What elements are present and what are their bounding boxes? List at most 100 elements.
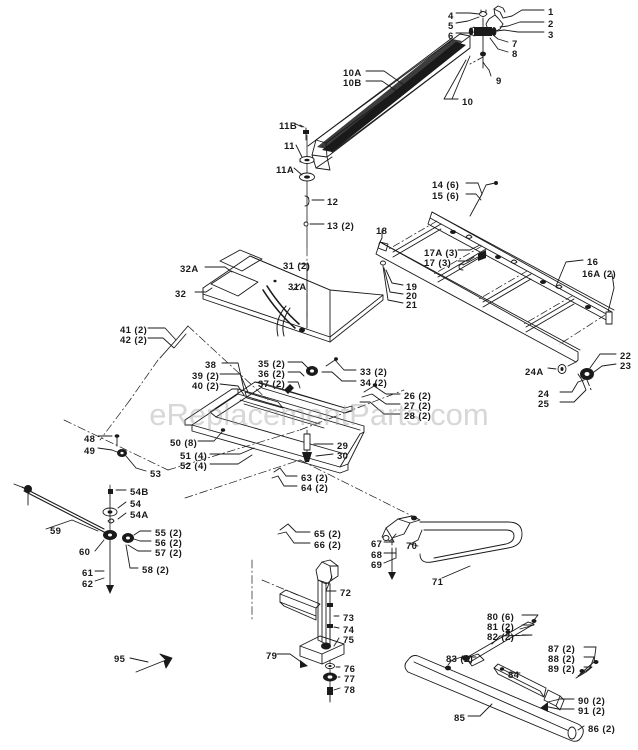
callout-70: 70: [406, 541, 418, 552]
callout-30: 30: [337, 451, 349, 462]
callout-54b: 54B: [130, 487, 149, 498]
callout-90--2-: 90 (2): [578, 696, 606, 707]
callout-9: 9: [496, 76, 502, 87]
callout-75: 75: [343, 635, 355, 646]
callout-16: 16: [587, 257, 599, 268]
callout-26--2-: 26 (2): [404, 391, 432, 402]
callout-77: 77: [344, 674, 356, 685]
callout-24: 24: [538, 389, 550, 400]
callout-5: 5: [448, 21, 454, 32]
callout-29: 29: [337, 441, 349, 452]
callout-71: 71: [432, 577, 444, 588]
callout-59: 59: [50, 526, 62, 537]
callout-65--2-: 65 (2): [314, 529, 342, 540]
callout-2: 2: [548, 19, 554, 30]
callout-39--2-: 39 (2): [192, 371, 220, 382]
callout-31--2-: 31 (2): [283, 261, 311, 272]
callout-19: 19: [406, 282, 418, 293]
callout-61: 61: [82, 568, 94, 579]
callout-62: 62: [82, 579, 94, 590]
callout-7: 7: [512, 39, 518, 50]
callout-79: 79: [266, 651, 278, 662]
callout-37--2-: 37 (2): [258, 379, 286, 390]
callout-10: 10: [462, 97, 474, 108]
callout-32: 32: [175, 289, 187, 300]
callout-83--2-: 83 (2): [446, 654, 474, 665]
callout-14--6-: 14 (6): [432, 180, 460, 191]
callout-88--2-: 88 (2): [548, 654, 576, 665]
callout-18: 18: [376, 226, 388, 237]
callout-76: 76: [344, 664, 356, 675]
callout-41--2-: 41 (2): [120, 325, 148, 336]
callout-17a--3-: 17A (3): [424, 248, 459, 259]
callout-58--2-: 58 (2): [142, 565, 170, 576]
callout-85: 85: [454, 713, 466, 724]
callout-50--8-: 50 (8): [170, 438, 198, 449]
callout-68: 68: [371, 550, 383, 561]
callout-12: 12: [327, 197, 339, 208]
callout-42--2-: 42 (2): [120, 335, 148, 346]
callout-40--2-: 40 (2): [192, 381, 220, 392]
callout-49: 49: [84, 446, 96, 457]
callout-13--2-: 13 (2): [327, 221, 355, 232]
callout-69: 69: [371, 560, 383, 571]
callout-6: 6: [448, 31, 454, 42]
callout-48: 48: [84, 434, 96, 445]
callout-31a: 31A: [288, 282, 307, 293]
callout-80--6-: 80 (6): [487, 612, 515, 623]
pedestal-post-assembly: [251, 559, 345, 703]
table-plate-assembly: [194, 249, 384, 343]
callout-51--4-: 51 (4): [180, 451, 208, 462]
callout-38: 38: [205, 360, 217, 371]
callout-95: 95: [114, 654, 126, 665]
callout-60: 60: [79, 547, 91, 558]
callout-3: 3: [548, 30, 554, 41]
callout-67: 67: [371, 539, 383, 550]
callout-17--3-: 17 (3): [424, 258, 452, 269]
callout-10a: 10A: [343, 68, 362, 79]
watermark: eReplacementParts.com: [149, 397, 489, 432]
callout-87--2-: 87 (2): [548, 644, 576, 655]
bottom-rail-assembly: [404, 614, 599, 742]
callout-63--2-: 63 (2): [301, 473, 329, 484]
callout-33--2-: 33 (2): [360, 367, 388, 378]
callout-4: 4: [448, 11, 454, 22]
callout-91--2-: 91 (2): [578, 706, 606, 717]
callout-74: 74: [343, 625, 355, 636]
callout-27--2-: 27 (2): [404, 401, 432, 412]
callout-86--2-: 86 (2): [588, 724, 616, 735]
callout-54a: 54A: [130, 510, 149, 521]
callout-11: 11: [284, 141, 295, 152]
callout-22: 22: [620, 351, 632, 362]
callout-24a: 24A: [525, 367, 544, 378]
callout-16a--2-: 16A (2): [582, 269, 617, 280]
callout-28--2-: 28 (2): [404, 411, 432, 422]
callout-35--2-: 35 (2): [258, 359, 286, 370]
callout-21: 21: [406, 300, 418, 311]
callout-52--4-: 52 (4): [180, 461, 208, 472]
top-hardware-cluster: [455, 5, 545, 77]
callout-11b: 11B: [279, 121, 298, 132]
handle-lever-assembly: [381, 515, 523, 580]
callout-64--2-: 64 (2): [301, 483, 329, 494]
callout-20: 20: [406, 291, 418, 302]
callout-11a: 11A: [276, 165, 295, 176]
callout-78: 78: [344, 685, 356, 696]
callout-82--2-: 82 (2): [487, 632, 515, 643]
callout-73: 73: [343, 613, 355, 624]
callout-34--2-: 34 (2): [360, 378, 388, 389]
callout-55--2-: 55 (2): [155, 528, 183, 539]
callout-89--2-: 89 (2): [548, 664, 576, 675]
callout-36--2-: 36 (2): [258, 369, 286, 380]
callout-57--2-: 57 (2): [155, 548, 183, 559]
callout-32a: 32A: [180, 264, 199, 275]
callout-1: 1: [548, 7, 554, 18]
callout-10b: 10B: [343, 78, 362, 89]
callout-53: 53: [150, 469, 162, 480]
callout-25: 25: [538, 399, 550, 410]
callout-72: 72: [340, 588, 352, 599]
callout-84: 84: [508, 670, 520, 681]
callout-8: 8: [512, 49, 518, 60]
